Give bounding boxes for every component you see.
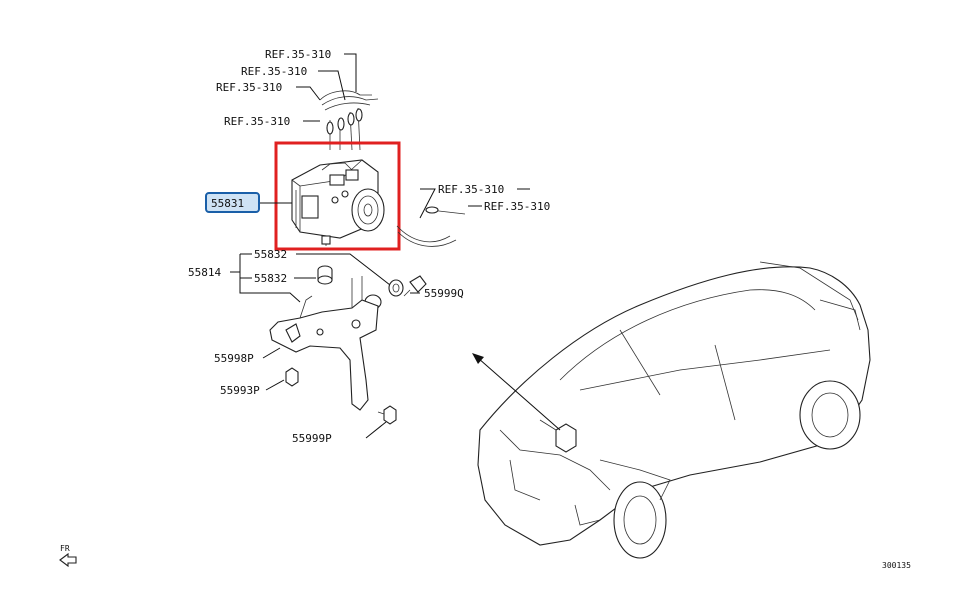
label-ref-5: REF.35-310 <box>438 183 504 196</box>
label-ref-3: REF.35-310 <box>216 81 282 94</box>
grommet-bolt <box>364 275 427 310</box>
diagram-code: 300135 <box>882 561 911 570</box>
vehicle-outline <box>477 261 871 559</box>
highlight-box <box>274 141 401 251</box>
label-part-55999q: 55999Q <box>424 287 464 300</box>
label-part-55814: 55814 <box>188 266 221 279</box>
label-ref-6: REF.35-310 <box>484 200 550 213</box>
label-ref-1: REF.35-310 <box>265 48 331 61</box>
bracket-leaders <box>230 253 420 439</box>
brake-pipes-right <box>396 206 466 247</box>
brake-pipes-top <box>319 90 379 151</box>
fasteners <box>285 367 397 425</box>
location-arrow <box>472 353 561 431</box>
label-ref-4: REF.35-310 <box>224 115 290 128</box>
abs-bracket <box>269 276 379 411</box>
label-part-55993p: 55993P <box>220 384 260 397</box>
label-part-55998p: 55998P <box>214 352 254 365</box>
abs-hydraulic-unit <box>291 159 385 246</box>
label-part-55832-lower: 55832 <box>254 272 287 285</box>
ref-leaders <box>296 53 530 219</box>
label-part-55999p: 55999P <box>292 432 332 445</box>
rubber-mount <box>317 265 333 285</box>
label-part-55832-upper: 55832 <box>254 248 287 261</box>
part-callout-55831 <box>205 192 260 213</box>
label-ref-2: REF.35-310 <box>241 65 307 78</box>
front-arrow-icon <box>59 552 77 568</box>
label-fr: FR <box>60 544 70 553</box>
label-part-55831: 55831 <box>211 197 244 210</box>
